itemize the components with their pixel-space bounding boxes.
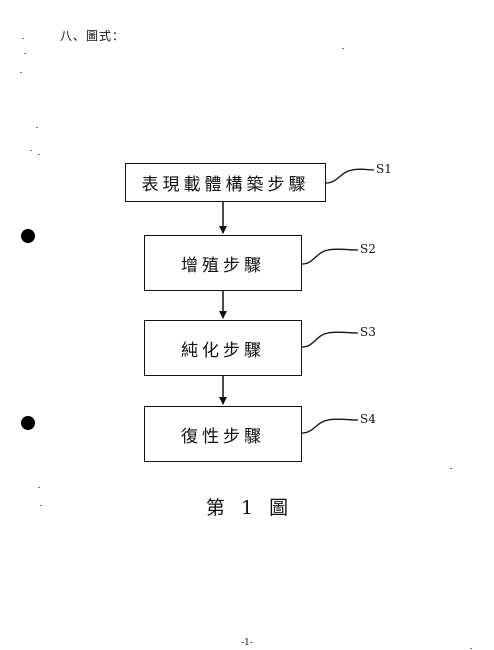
- scan-speck: [20, 72, 22, 73]
- scan-speck: [450, 468, 452, 469]
- step-label-s2: S2: [360, 242, 376, 256]
- scan-speck: [342, 48, 344, 49]
- step-label-s1: S1: [376, 162, 392, 176]
- step-box-s4: 復性步驟: [144, 406, 302, 462]
- step-label-s4: S4: [360, 412, 376, 426]
- section-title: 八、圖式：: [60, 29, 126, 43]
- figure-caption: 第 1 圖: [205, 497, 289, 519]
- step-text-s3: 純化步驟: [181, 340, 265, 361]
- step-text-s2: 增殖步驟: [181, 255, 265, 276]
- step-label-s3: S3: [360, 325, 376, 339]
- punch-hole-bottom: [21, 416, 35, 430]
- scan-speck: [24, 53, 26, 54]
- scan-speck: [36, 127, 38, 128]
- page-number: -1-: [241, 638, 253, 648]
- leader-s4: [301, 418, 359, 434]
- step-box-s2: 增殖步驟: [144, 235, 302, 291]
- step-box-s1: 表現載體構築步驟: [125, 163, 326, 202]
- scan-speck: [22, 38, 24, 39]
- step-text-s4: 復性步驟: [181, 426, 265, 447]
- scan-speck: [38, 487, 40, 488]
- scan-speck: [30, 150, 32, 151]
- leader-s1: [325, 168, 375, 184]
- leader-s2: [301, 248, 359, 265]
- scan-speck: [470, 648, 472, 649]
- leader-s3: [301, 331, 359, 348]
- step-text-s1: 表現載體構築步驟: [141, 175, 310, 195]
- punch-hole-top: [21, 229, 35, 243]
- scan-speck: [40, 505, 42, 506]
- scan-speck: [38, 154, 40, 155]
- step-box-s3: 純化步驟: [144, 320, 302, 376]
